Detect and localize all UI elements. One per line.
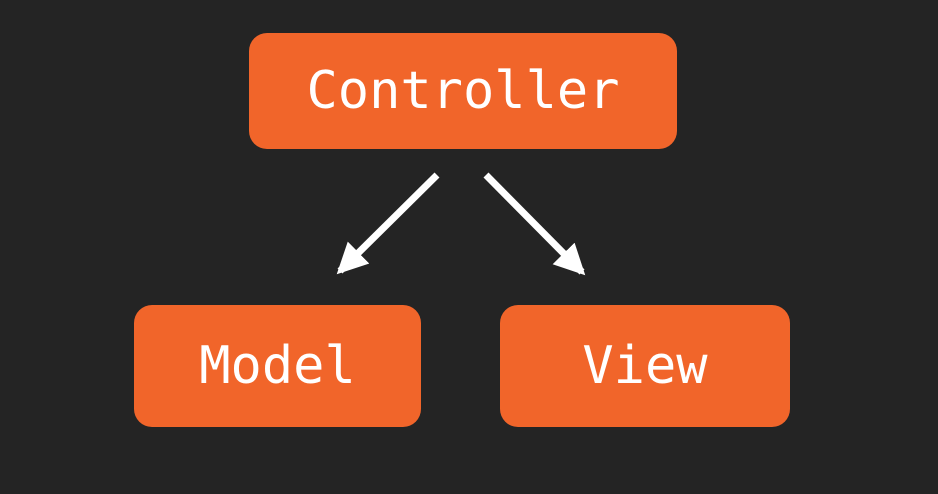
arrow-controller-to-view <box>483 172 586 276</box>
node-model: Model <box>134 305 421 427</box>
node-controller-label: Controller <box>306 61 620 121</box>
arrow-controller-to-model <box>336 172 440 275</box>
node-view: View <box>500 305 790 427</box>
node-controller: Controller <box>249 33 677 149</box>
node-model-label: Model <box>199 336 356 396</box>
node-view-label: View <box>582 336 708 396</box>
